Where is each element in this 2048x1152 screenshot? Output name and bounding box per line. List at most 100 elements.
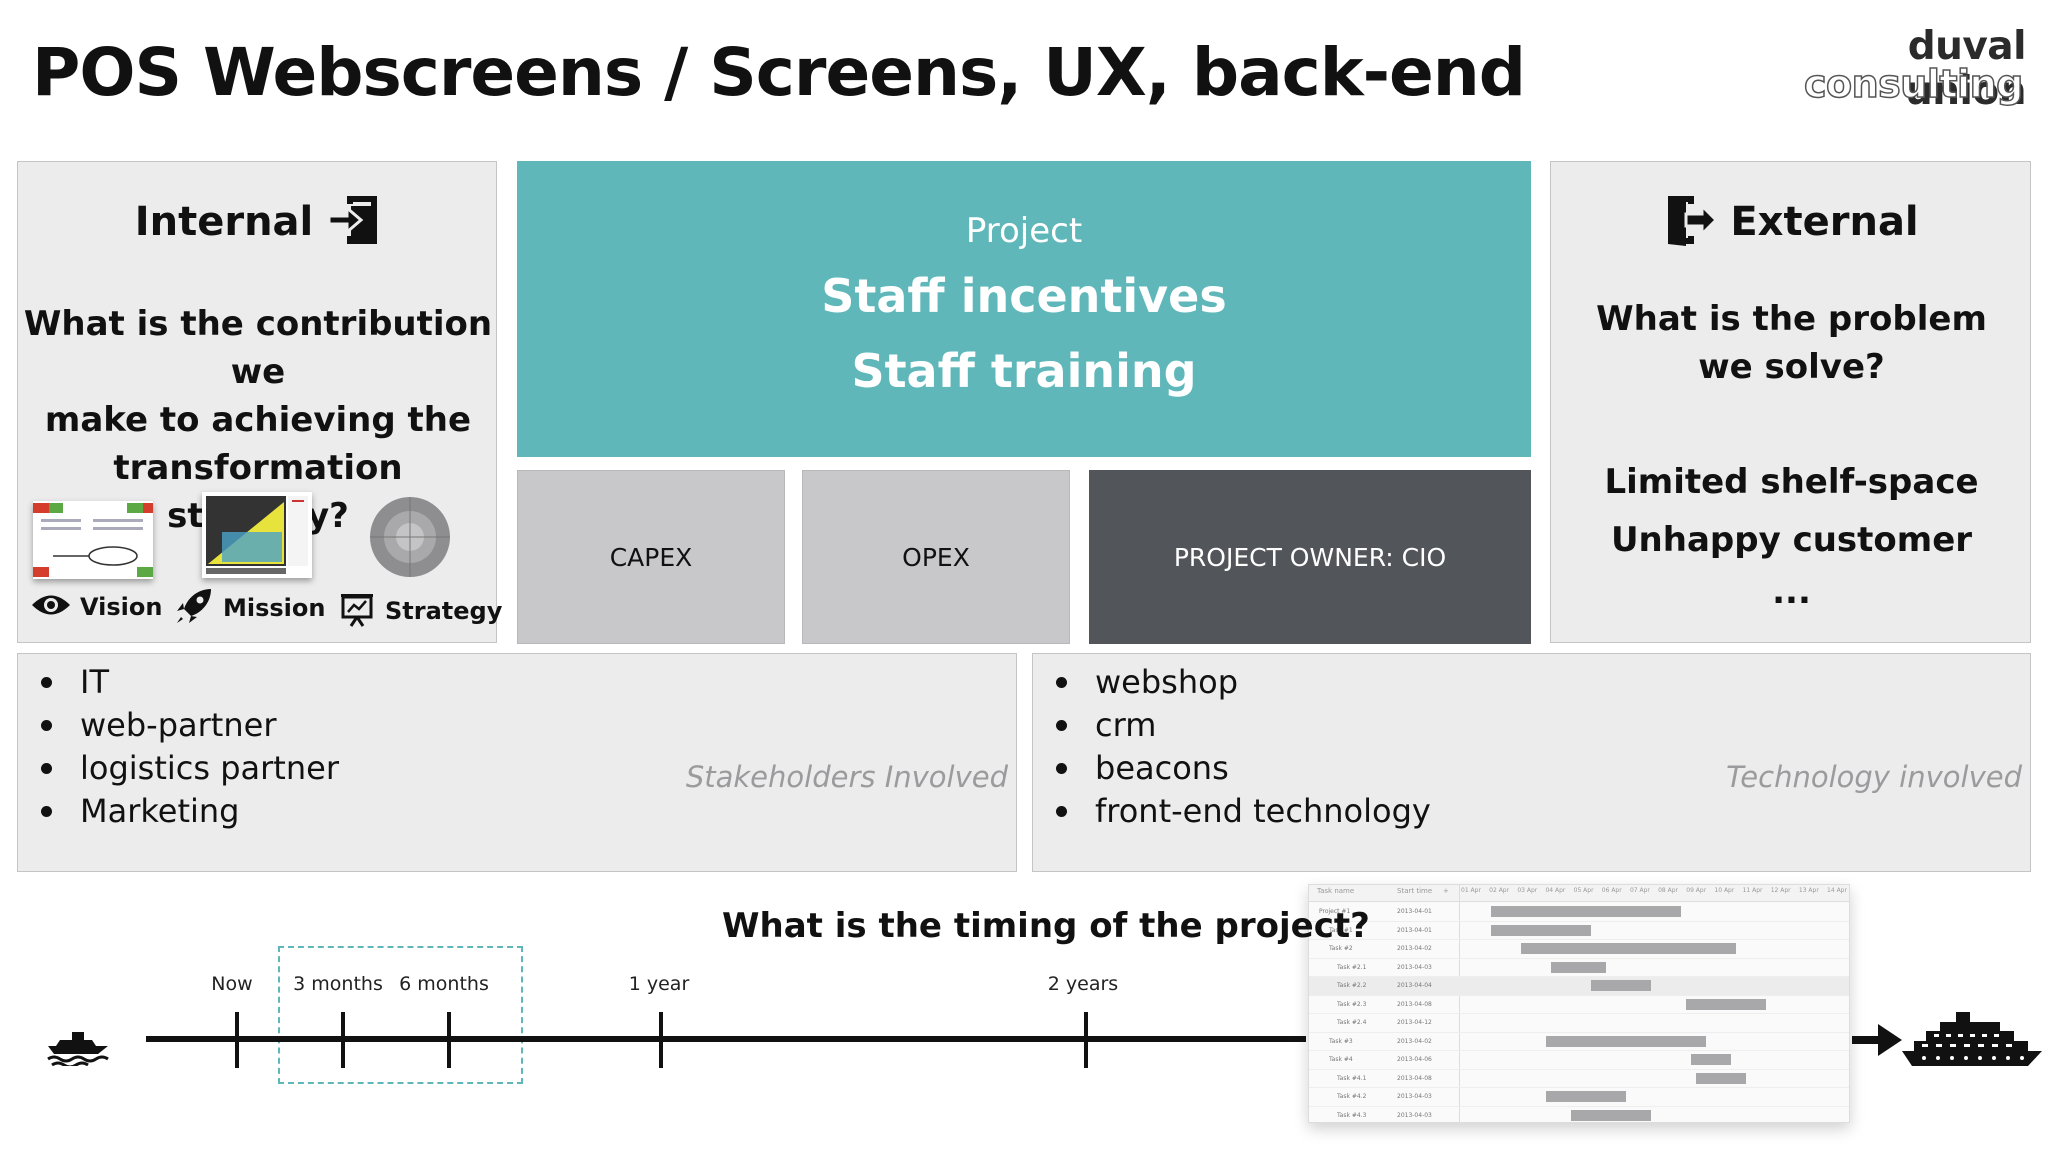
opex-box: OPEX [802,470,1070,644]
project-line-2: Staff training [851,344,1197,398]
gantt-row: Task #2.3 2013-04-08 [1309,996,1849,1014]
strategy-thumbnail[interactable] [368,495,452,579]
gantt-task-start: 2013-04-01 [1397,908,1432,915]
gantt-task-name: Task #2.3 [1337,1000,1367,1008]
internal-question-line-1: What is the contribution we [23,304,493,392]
timeline-tick [659,1012,663,1068]
stakeholders-panel: IT web-partner logistics partner Marketi… [17,653,1017,872]
gantt-date-label: 10 Apr [1714,887,1735,894]
list-item: beacons [1045,747,1431,790]
gantt-row: Task #1 2013-04-01 [1309,922,1849,940]
gantt-task-start: 2013-04-01 [1397,926,1432,934]
gantt-task-start: 2013-04-08 [1397,1000,1432,1008]
timeline-tick [341,1012,345,1068]
gantt-task-name: Task #2 [1329,945,1353,952]
list-item: Marketing [30,790,339,833]
gantt-date-label: 07 Apr [1629,887,1650,894]
page-title: POS Webscreens / Screens, UX, back-end [32,34,1526,111]
project-line-1: Staff incentives [821,269,1227,323]
capex-box: CAPEX [517,470,785,644]
gantt-bar [1686,998,1766,1010]
stakeholders-list: IT web-partner logistics partner Marketi… [30,661,339,833]
problem-1: Limited shelf-space [1604,462,1979,502]
gantt-task-name: Task #2.2 [1337,982,1367,989]
gantt-task-name: Task #1 [1329,926,1353,934]
list-item: web-partner [30,704,339,747]
gantt-task-name: Project #1 [1319,908,1351,915]
gantt-task-start: 2013-04-08 [1397,1074,1432,1082]
gantt-bar [1571,1109,1651,1121]
gantt-row: Task #2.4 2013-04-12 [1309,1014,1849,1033]
external-question-line-2: we solve? [1698,347,1885,387]
gantt-task-start: 2013-04-12 [1397,1019,1432,1026]
gantt-date-label: 12 Apr [1770,887,1791,894]
list-item: IT [30,661,339,704]
internal-panel: Internal What is the contribution we mak… [17,161,502,643]
external-question-line-1: What is the problem [1596,299,1987,339]
vision-thumbnail[interactable] [33,501,153,579]
gantt-bar [1591,980,1651,991]
tick-label-now: Now [211,973,253,995]
technology-panel: webshop crm beacons front-end technology… [1032,653,2031,872]
list-item: webshop [1045,661,1431,704]
timeline-tick [1084,1012,1088,1068]
gantt-col-add: + [1443,887,1449,895]
vision-link[interactable]: Vision [30,592,162,622]
timeline-axis [146,1036,1306,1042]
small-boat-icon [46,1030,110,1070]
gantt-task-start: 2013-04-03 [1397,963,1432,971]
mission-label: Mission [223,594,326,622]
gantt-task-start: 2013-04-02 [1397,945,1432,952]
gantt-task-name: Task #2.4 [1337,1019,1367,1026]
arrow-right-icon [1852,1022,1904,1062]
list-item: crm [1045,704,1431,747]
strategy-label: Strategy [385,597,503,625]
presentation-icon [339,591,375,631]
gantt-bar [1696,1072,1746,1084]
stakeholders-label: Stakeholders Involved [685,760,1008,794]
rocket-icon [175,587,213,629]
gantt-date-label: 01 Apr [1461,887,1481,894]
gantt-task-name: Task #3 [1329,1037,1353,1045]
list-item: front-end technology [1045,790,1431,833]
gantt-bar [1521,943,1736,954]
timeline-tick [235,1012,239,1068]
gantt-task-name: Task #4.2 [1337,1093,1367,1100]
gantt-date-label: 08 Apr [1658,887,1679,894]
problem-more: ... [1772,572,1811,612]
cruise-ship-icon [1900,1010,2044,1074]
external-panel: External What is the problem we solve? L… [1550,161,2031,643]
mission-link[interactable]: Mission [175,587,325,629]
technology-label: Technology involved [1726,760,2022,794]
short-term-highlight [278,946,523,1084]
gantt-bar [1546,1035,1706,1047]
sign-in-icon [327,192,381,252]
gantt-date-label: 04 Apr [1545,887,1566,894]
mission-thumbnail[interactable] [202,492,312,578]
timeline-tick [447,1012,451,1068]
project-label: Project [965,211,1083,251]
gantt-date-label: 13 Apr [1798,887,1819,894]
gantt-task-start: 2013-04-03 [1397,1111,1432,1119]
project-owner-box: PROJECT OWNER: CIO [1089,470,1531,644]
logo-line-2: consulting [1803,61,2024,107]
eye-icon [30,592,72,622]
project-box: Project Staff incentives Staff training [517,161,1531,457]
gantt-bar [1691,1054,1731,1065]
list-item: logistics partner [30,747,339,790]
strategy-link[interactable]: Strategy [339,591,502,631]
gantt-bar [1491,924,1591,936]
external-heading: External [1730,199,1919,245]
tick-label-6-months: 6 months [399,973,489,995]
gantt-col-start: Start time [1397,887,1433,895]
timing-question: What is the timing of the project? [722,906,1370,946]
gantt-date-label: 14 Apr [1827,887,1847,894]
gantt-bar [1546,1091,1626,1102]
tick-label-3-months: 3 months [293,973,383,995]
